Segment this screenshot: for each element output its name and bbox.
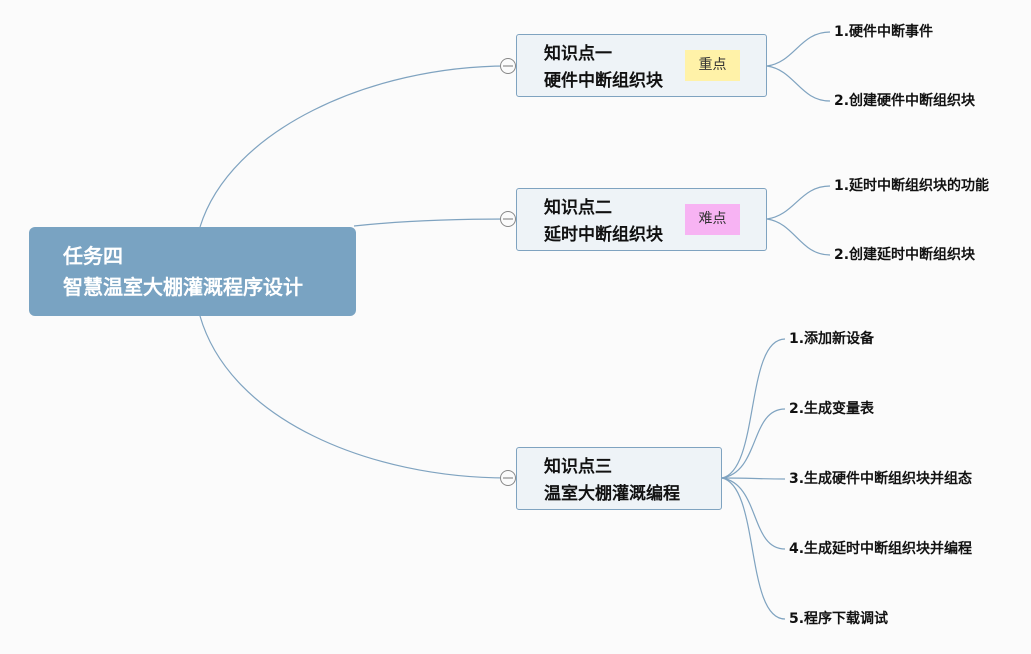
- topic-2-line2: 延时中断组织块: [544, 225, 663, 245]
- central-topic-line2: 智慧温室大棚灌溉程序设计: [63, 275, 303, 299]
- topic-3-line1: 知识点三: [544, 457, 612, 477]
- topic-1-child-1-line: [766, 31, 831, 67]
- root-to-topic-1-line: [199, 65, 509, 228]
- topic-2-line1: 知识点二: [544, 198, 612, 218]
- topic-1-line2: 硬件中断组织块: [544, 71, 663, 91]
- topic-3-child-5-line: [721, 477, 786, 620]
- topic-3-line2: 温室大棚灌溉编程: [544, 484, 680, 504]
- root-to-topic-2-line: [353, 218, 509, 227]
- topic-1-child-2-line: [766, 65, 831, 102]
- collapse-toggle-topic-1[interactable]: [500, 58, 516, 74]
- central-topic-line1: 任务四: [63, 244, 123, 268]
- subtopic-3-5[interactable]: 5.程序下载调试: [789, 611, 889, 627]
- subtopic-1-1[interactable]: 1.硬件中断事件: [834, 24, 934, 40]
- topic-2-child-1-line: [766, 185, 831, 220]
- collapse-toggle-topic-2[interactable]: [500, 211, 516, 227]
- root-to-topic-3-line: [199, 315, 509, 479]
- central-topic[interactable]: 任务四 智慧温室大棚灌溉程序设计: [29, 227, 356, 316]
- topic-1-node[interactable]: 知识点一 硬件中断组织块 重点: [516, 34, 767, 97]
- topic-2-node[interactable]: 知识点二 延时中断组织块 难点: [516, 188, 767, 251]
- topic-1-tag-label: 重点: [685, 50, 740, 81]
- topic-3-child-2-line: [721, 408, 786, 479]
- subtopic-2-2[interactable]: 2.创建延时中断组织块: [834, 247, 976, 263]
- subtopic-3-4[interactable]: 4.生成延时中断组织块并编程: [789, 541, 973, 557]
- subtopic-3-1[interactable]: 1.添加新设备: [789, 331, 875, 347]
- topic-2-child-2-line: [766, 218, 831, 256]
- topic-3-child-3-line: [721, 477, 786, 480]
- subtopic-2-1[interactable]: 1.延时中断组织块的功能: [834, 178, 990, 194]
- collapse-toggle-topic-3[interactable]: [500, 470, 516, 486]
- topic-2-tag-label: 难点: [685, 204, 740, 235]
- subtopic-1-2[interactable]: 2.创建硬件中断组织块: [834, 93, 976, 109]
- topic-1-line1: 知识点一: [544, 44, 612, 64]
- subtopic-3-2[interactable]: 2.生成变量表: [789, 401, 875, 417]
- subtopic-3-3[interactable]: 3.生成硬件中断组织块并组态: [789, 471, 973, 487]
- topic-3-child-4-line: [721, 477, 786, 550]
- topic-3-child-1-line: [721, 338, 786, 479]
- topic-3-node[interactable]: 知识点三 温室大棚灌溉编程: [516, 447, 722, 510]
